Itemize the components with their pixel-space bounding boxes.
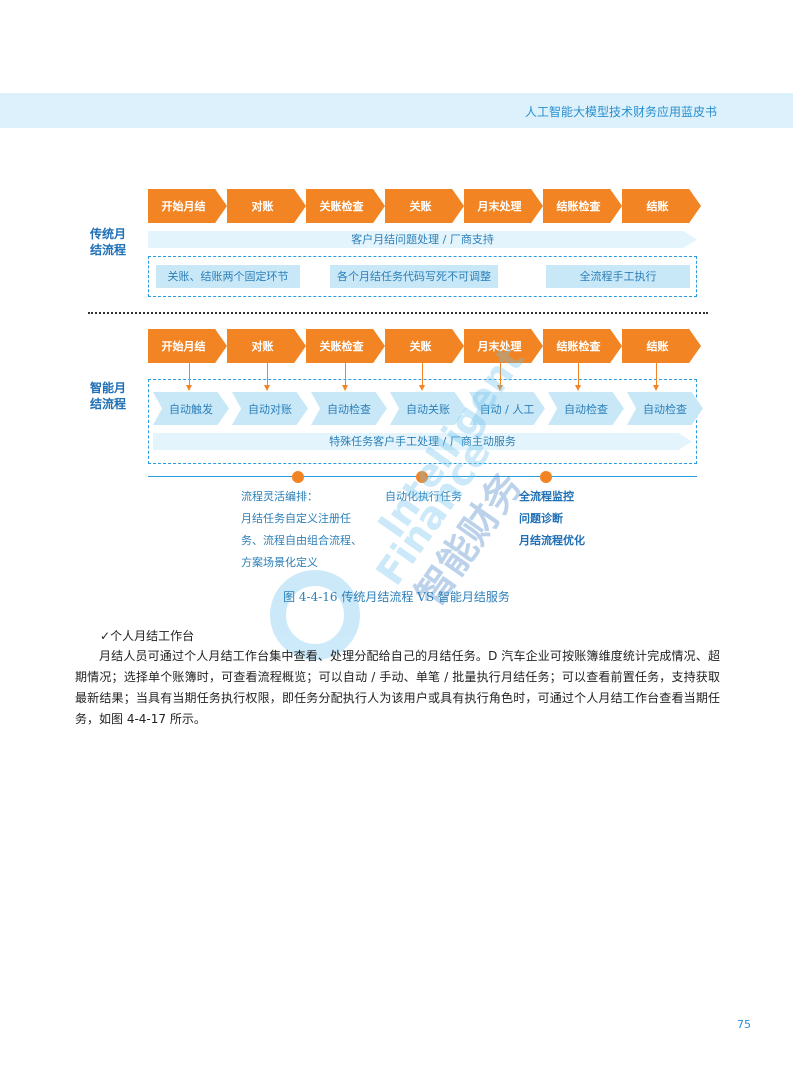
step-arrow: 结账检查	[543, 189, 622, 223]
step-arrow: 关账检查	[306, 189, 385, 223]
step-arrow: 开始月结	[148, 329, 227, 363]
timeline-dot	[292, 471, 304, 483]
section-heading: ✓个人月结工作台	[100, 627, 194, 644]
step-arrow: 开始月结	[148, 189, 227, 223]
header-title: 人工智能大模型技术财务应用蓝皮书	[524, 105, 717, 119]
step-arrow: 关账检查	[306, 329, 385, 363]
step-arrow: 结账	[622, 329, 701, 363]
text-line: 流程灵活编排：	[241, 490, 318, 503]
text-line: 自动化执行任务	[385, 490, 462, 503]
auto-step-arrow: 自动检查	[311, 392, 387, 425]
text-line: 问题诊断	[519, 512, 563, 525]
down-arrow-icon	[264, 363, 270, 391]
auto-step-arrow: 自动对账	[232, 392, 308, 425]
traditional-band: 客户月结问题处理 / 厂商支持	[148, 231, 697, 248]
text-line: 月结流程优化	[519, 534, 585, 547]
auto-step-arrow: 自动检查	[627, 392, 703, 425]
text-line: 务、流程自由组合流程、	[241, 534, 362, 547]
step-arrow: 对账	[227, 189, 306, 223]
issue-box: 关账、结账两个固定环节	[156, 265, 300, 288]
step-arrow: 月末处理	[464, 329, 543, 363]
page-header: 人工智能大模型技术财务应用蓝皮书	[0, 93, 793, 128]
issue-box: 各个月结任务代码写死不可调整	[330, 265, 498, 288]
smart-box: 特殊任务客户手工处理 / 厂商主动服务 自动触发自动对账自动检查自动关账自动 /…	[148, 379, 703, 464]
label-line: 结流程	[90, 243, 127, 257]
timeline-dot	[416, 471, 428, 483]
traditional-label: 传统月结流程	[90, 226, 126, 258]
label-line: 智能月	[90, 381, 127, 395]
body-paragraph: 月结人员可通过个人月结工作台集中查看、处理分配给自己的月结任务。D 汽车企业可按…	[75, 649, 720, 726]
issue-box: 全流程手工执行	[546, 265, 690, 288]
down-arrow-icon	[497, 363, 503, 391]
timeline-text-2: 自动化执行任务	[385, 486, 462, 508]
step-arrow: 关账	[385, 189, 464, 223]
timeline-text-3: 全流程监控问题诊断月结流程优化	[519, 486, 585, 552]
step-arrow: 月末处理	[464, 189, 543, 223]
label-line: 结流程	[90, 397, 127, 411]
smart-steps: 开始月结对账关账检查关账月末处理结账检查结账	[148, 329, 701, 363]
traditional-steps: 开始月结对账关账检查关账月末处理结账检查结账	[148, 189, 701, 223]
down-arrow-icon	[653, 363, 659, 391]
smart-label: 智能月结流程	[90, 380, 126, 412]
page-number: 75	[737, 1018, 751, 1031]
label-line: 传统月	[90, 227, 127, 241]
step-arrow: 结账	[622, 189, 701, 223]
down-arrow-icon	[186, 363, 192, 391]
auto-step-arrow: 自动 / 人工	[469, 392, 545, 425]
figure-caption: 图 4-4-16 传统月结流程 VS 智能月结服务	[283, 590, 510, 604]
smart-band: 特殊任务客户手工处理 / 厂商主动服务	[153, 433, 692, 450]
down-arrow-icon	[419, 363, 425, 391]
down-arrow-icon	[342, 363, 348, 391]
text-line: 全流程监控	[519, 490, 574, 503]
timeline-dot	[540, 471, 552, 483]
auto-step-arrow: 自动检查	[548, 392, 624, 425]
step-arrow: 关账	[385, 329, 464, 363]
auto-step-arrow: 自动关账	[390, 392, 466, 425]
divider	[88, 312, 708, 314]
text-line: 方案场景化定义	[241, 556, 318, 569]
step-arrow: 结账检查	[543, 329, 622, 363]
down-arrow-icon	[575, 363, 581, 391]
timeline-text-1: 流程灵活编排： 月结任务自定义注册任务、流程自由组合流程、方案场景化定义	[241, 486, 362, 574]
traditional-box: 关账、结账两个固定环节 各个月结任务代码写死不可调整 全流程手工执行	[148, 256, 697, 297]
text-line: 月结任务自定义注册任	[241, 512, 351, 525]
section-title: 个人月结工作台	[110, 629, 195, 643]
step-arrow: 对账	[227, 329, 306, 363]
check-icon: ✓	[100, 629, 111, 643]
auto-step-arrow: 自动触发	[153, 392, 229, 425]
